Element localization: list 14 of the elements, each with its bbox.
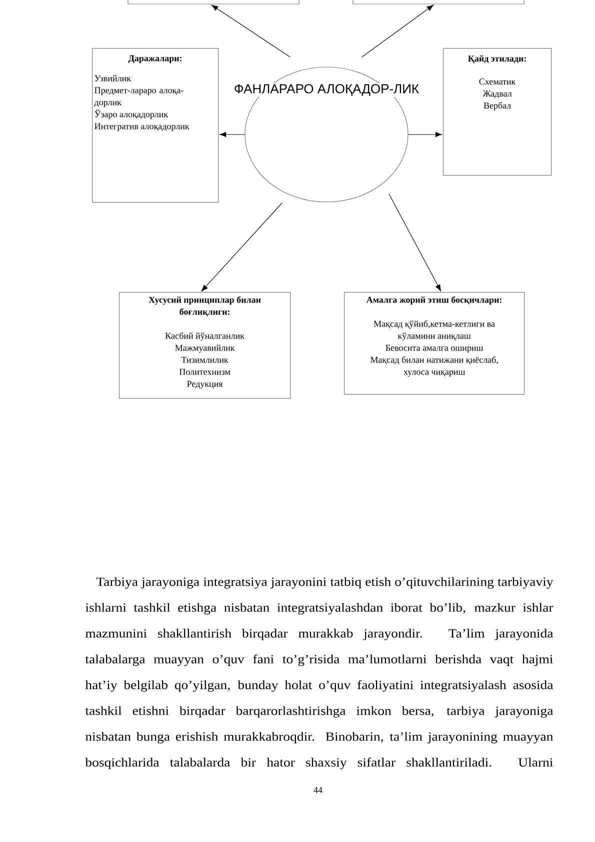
arrow xyxy=(408,132,442,138)
text-box: Амалга жорий этиш босқичлари: Мақсад қўйиб,кетма-кетлиги ва кўламини аниқлаш Бевосита амалга ошириш Мақсад билан натижани қиёслаб, хулоса чиқариш xyxy=(344,292,525,395)
text-box: Даражалари: Узвийлик Предмет-лараро алоқа-дорлик Ўзаро алоқадорлик Интегратив алоқадорлик xyxy=(92,48,219,203)
arrow xyxy=(388,194,441,292)
page-number: 44 xyxy=(314,787,322,793)
arrow xyxy=(211,4,290,58)
text-box: Хусусий принциплар билан боғлиқлиги: Касбий йўналганлик Мажмуавийлик Тизимлилик Политехнизм Редукция xyxy=(119,292,291,399)
arrow xyxy=(201,202,282,292)
body-paragraph: Tarbiya jarayoniga integratsiya jarayonini tatbiq etish o’qituvchilarining tarbiyaviy ishlarni tashkil etishga nisbatan integratsiyalashdan iborat bo’lib, mazkur ishlar mazmunini shakllantirish birqadar murakkab jarayondir. Ta’lim jarayonida talabalarga muayyan o’quv fani to’g’risida ma’lumotlarni berishda vaqt hajmi hat’iy belgilab qo’yilgan, bunday holat o’quv faoliyatini integratsiyalash asosida tashkil etishni birqadar barqarorlashtirishga imkon bersa, tarbiya jarayoniga nisbatan bunga erishish murakkabroqdir. Binobarin, ta’lim jarayonining muayyan bosqichlarida talabalarda bir hator shaxsiy sifatlar shakllantiriladi. Ularni xyxy=(85,577,554,770)
arrow xyxy=(362,4,434,58)
text-box: Қайд этилади: Схематик Жадвал Вербал xyxy=(443,48,552,176)
box xyxy=(352,0,524,4)
box xyxy=(128,0,300,4)
arrow xyxy=(220,132,245,138)
